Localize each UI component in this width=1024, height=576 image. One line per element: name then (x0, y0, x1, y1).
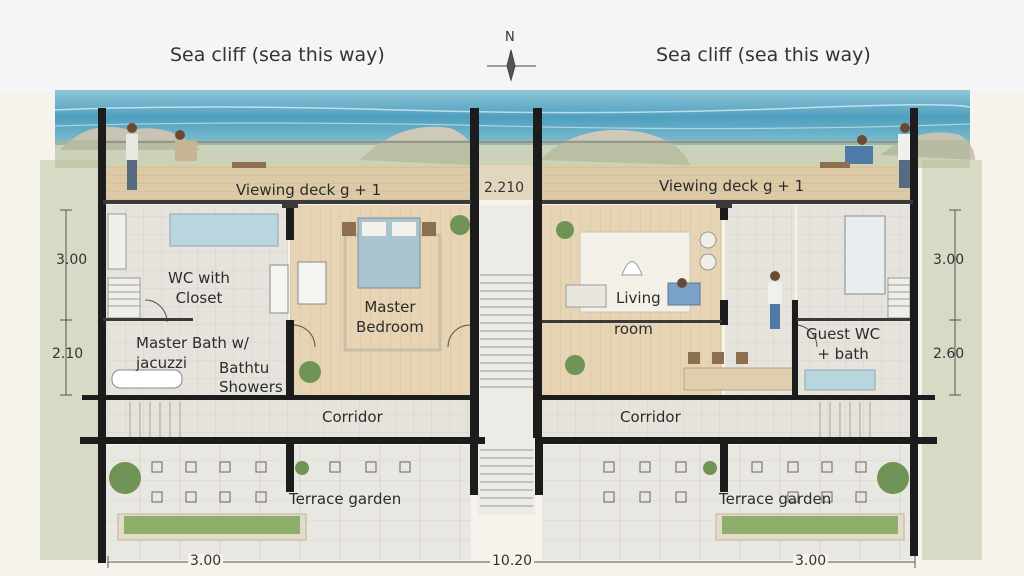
north-arrow-icon (487, 49, 536, 82)
header-right: Sea cliff (sea this way) (656, 44, 871, 66)
dim-bottom-left: 3.00 (188, 553, 224, 570)
jacuzzi (111, 369, 183, 389)
corridor-left-label: Corridor (322, 408, 383, 426)
guest-bathtub (844, 215, 886, 295)
corridor-right (542, 400, 913, 440)
dim-right-upper: 3.00 (933, 252, 965, 268)
walls (80, 108, 937, 563)
header-left: Sea cliff (sea this way) (170, 44, 385, 66)
sea (55, 90, 970, 145)
master-bedroom-label: Master Bedroom (356, 298, 424, 337)
master-bath-label: Master Bath w/ jacuzzi (136, 334, 249, 372)
terrace-right-label: Terrace garden (719, 490, 832, 508)
corridor-left (103, 400, 471, 440)
dim-center-top: 2.210 (484, 180, 525, 196)
deck-right-label: Viewing deck g + 1 (659, 177, 805, 195)
terrace-plant (109, 462, 141, 494)
viewing-deck-left (103, 165, 471, 200)
living-label: Living (616, 289, 661, 307)
corridor-right-label: Corridor (620, 408, 681, 426)
vanity (169, 213, 279, 247)
terrace-plant (877, 462, 909, 494)
deck-left-label: Viewing deck g + 1 (236, 181, 382, 199)
wc-closet-label: WC with Closet (168, 269, 230, 307)
vegetation-left (40, 160, 98, 560)
figures (126, 123, 912, 329)
viewing-deck-right (542, 165, 913, 200)
dim-bottom-right: 3.00 (793, 553, 829, 570)
dim-left-lower: 2.10 (52, 346, 84, 362)
guest-wc-label: Guest WC + bath (806, 325, 881, 364)
vegetation-right (922, 160, 982, 560)
dim-bottom-center: 10.20 (490, 553, 535, 570)
central-stair (478, 205, 535, 515)
dim-left-upper: 3.00 (56, 252, 88, 268)
north-label: N (505, 30, 515, 45)
bathtub-showers-label: Bathtu Showers (219, 359, 283, 396)
living-room-label: room (614, 320, 653, 338)
dim-right-lower: 2.60 (933, 346, 965, 362)
terrace-left-label: Terrace garden (289, 490, 402, 508)
